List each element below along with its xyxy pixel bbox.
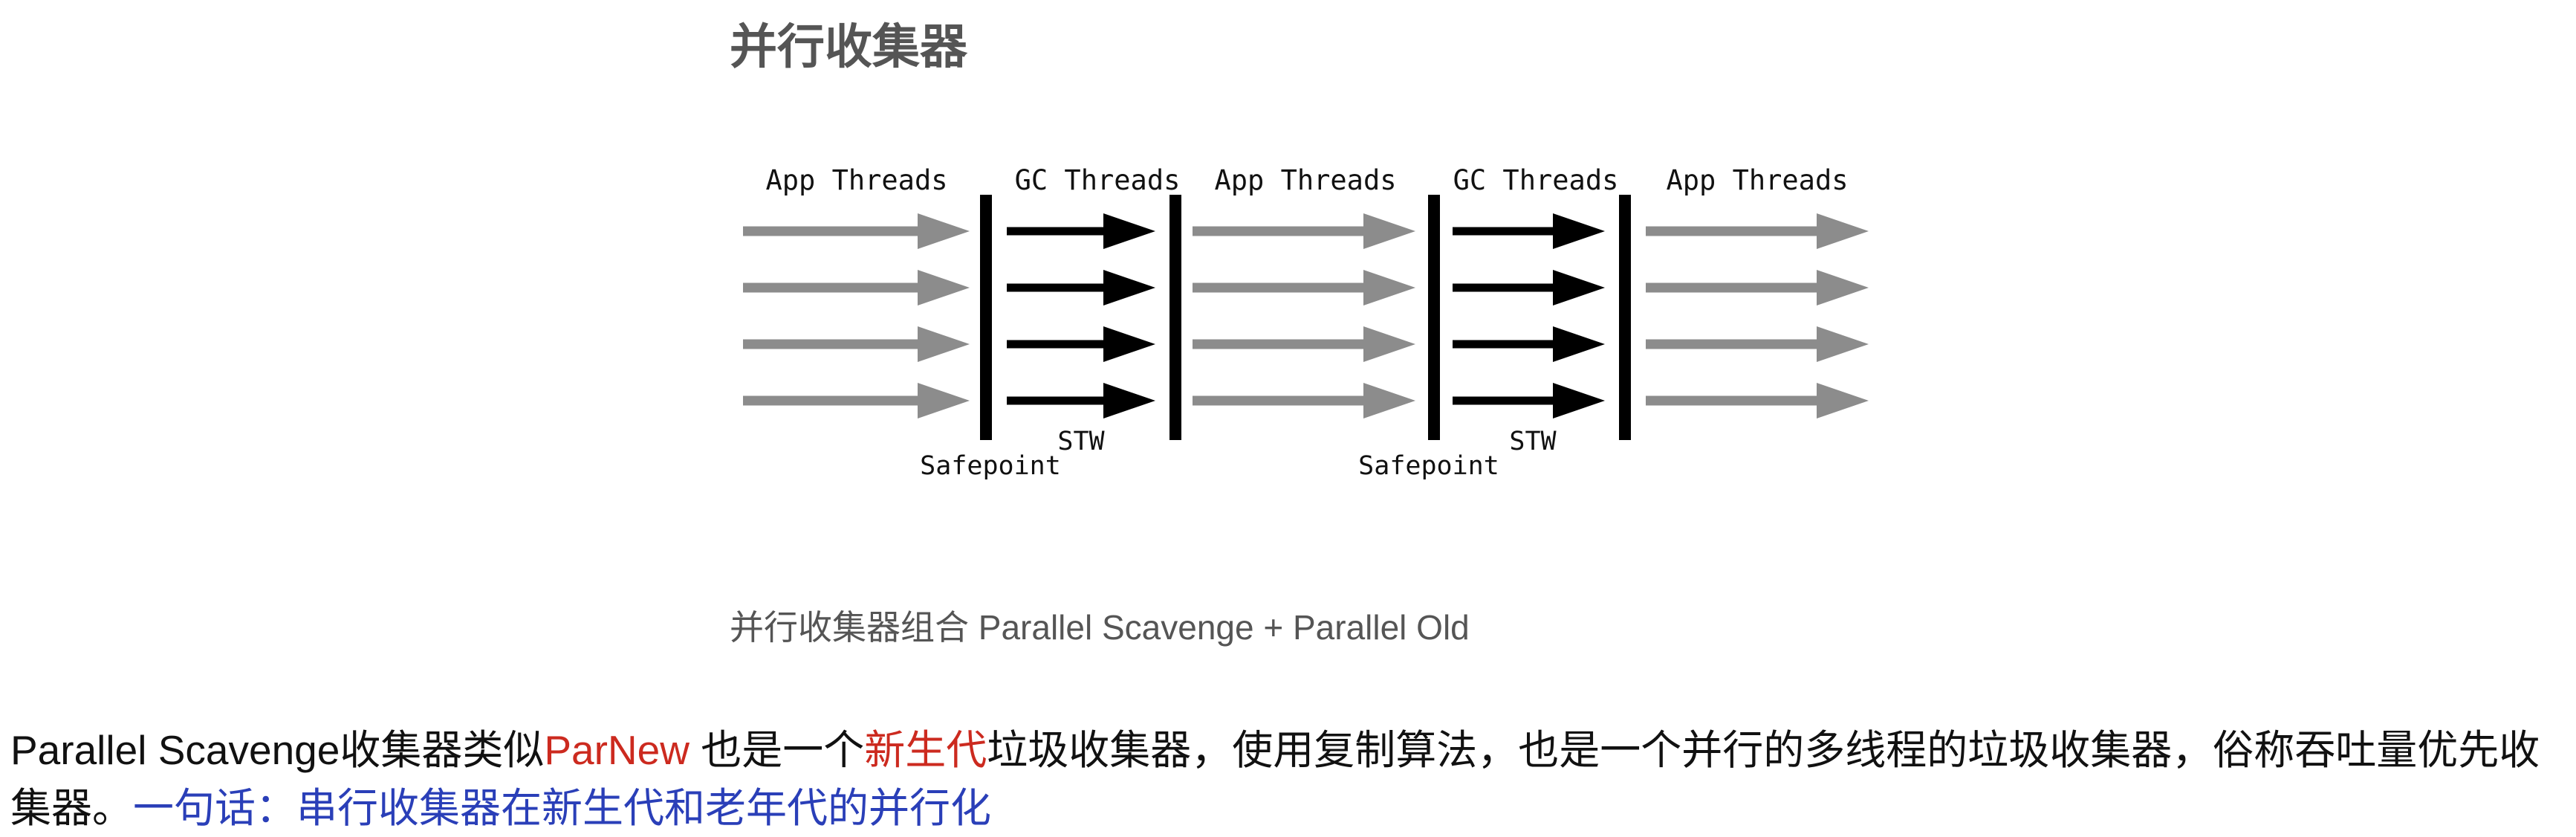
barrier-line (1428, 195, 1440, 440)
arrow-app-thread (1193, 270, 1415, 306)
arrow-gc-thread (1453, 326, 1605, 362)
phase-label-gc: GC Threads (1015, 164, 1181, 196)
arrow-app-thread (1193, 383, 1415, 418)
arrow-app-thread (743, 326, 970, 362)
diagram-caption: 并行收集器组合 Parallel Scavenge + Parallel Old (730, 608, 1470, 647)
para-text-2: 也是一个 (689, 727, 865, 773)
safepoint-label: Safepoint (1358, 451, 1499, 481)
page-title: 并行收集器 (730, 20, 967, 75)
para-highlight-parnew: ParNew (544, 727, 690, 773)
arrow-gc-thread (1007, 383, 1155, 418)
para-text-1: Parallel Scavenge收集器类似 (10, 727, 545, 773)
arrow-app-thread (743, 383, 970, 418)
safepoint-label: Safepoint (920, 451, 1061, 481)
arrow-gc-thread (1453, 270, 1605, 306)
arrow-app-thread (1646, 326, 1869, 362)
arrow-app-thread (1193, 326, 1415, 362)
arrow-gc-thread (1453, 213, 1605, 249)
para-summary: 一句话：串行收集器在新生代和老年代的并行化 (133, 785, 992, 831)
stw-label: STW (1509, 427, 1557, 456)
description-paragraph: Parallel Scavenge收集器类似ParNew 也是一个新生代垃圾收集… (10, 721, 2566, 837)
para-highlight-young-gen: 新生代 (864, 727, 987, 773)
arrow-gc-thread (1007, 213, 1155, 249)
phase-label-app: App Threads (1666, 164, 1848, 196)
arrow-app-thread (1646, 270, 1869, 306)
arrow-gc-thread (1007, 270, 1155, 306)
parallel-collector-diagram: App Threads GC Threads App Threads GC Threa… (743, 164, 1869, 481)
barrier-line (1619, 195, 1631, 440)
arrow-app-thread (743, 270, 970, 306)
arrow-app-thread (1646, 383, 1869, 418)
barrier-line (980, 195, 992, 440)
phase-label-app: App Threads (765, 164, 947, 196)
phase-label-gc: GC Threads (1453, 164, 1619, 196)
barrier-line (1169, 195, 1181, 440)
stw-label: STW (1057, 427, 1105, 456)
arrow-app-thread (1646, 213, 1869, 249)
arrow-gc-thread (1007, 326, 1155, 362)
phase-label-app: App Threads (1214, 164, 1396, 196)
arrow-gc-thread (1453, 383, 1605, 418)
arrow-app-thread (743, 213, 970, 249)
arrow-app-thread (1193, 213, 1415, 249)
